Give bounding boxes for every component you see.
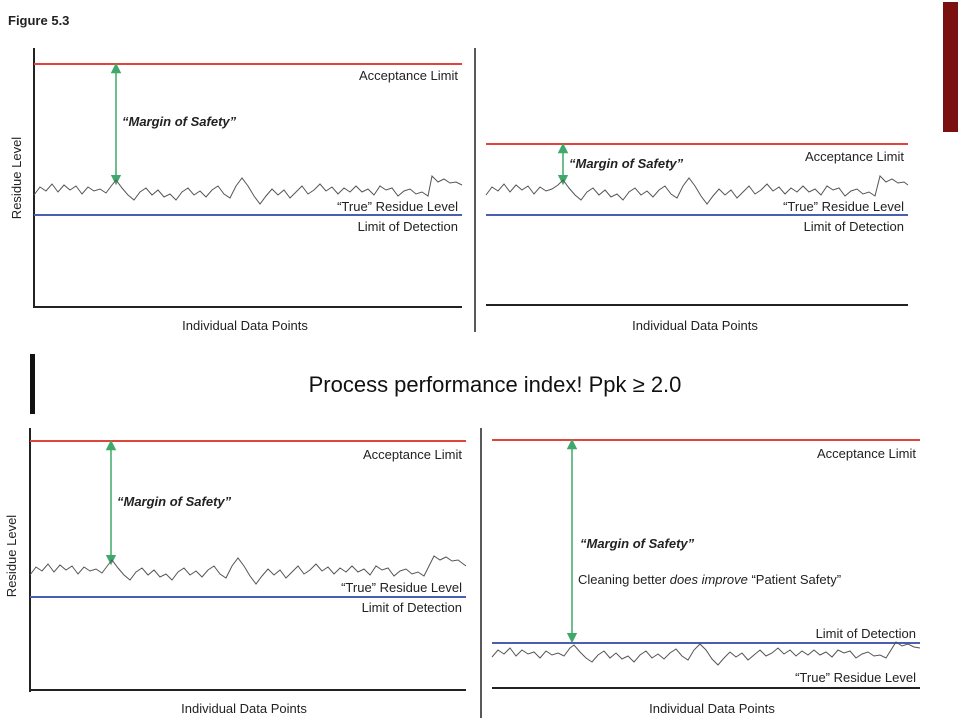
detection-limit-label: Limit of Detection xyxy=(816,626,916,641)
margin-of-safety-label: “Margin of Safety” xyxy=(569,156,684,171)
y-axis-label: Residue Level xyxy=(9,137,24,219)
acceptance-limit-label: Acceptance Limit xyxy=(805,149,904,164)
detection-limit-label: Limit of Detection xyxy=(358,219,458,234)
panel-top-left: Residue Level Individual Data Points Acc… xyxy=(9,48,463,333)
panel-bottom-left: Residue Level Individual Data Points Acc… xyxy=(4,428,467,716)
margin-of-safety-label: “Margin of Safety” xyxy=(117,494,232,509)
true-residue-label: “True” Residue Level xyxy=(341,580,462,595)
true-residue-label: “True” Residue Level xyxy=(795,670,916,685)
acceptance-limit-label: Acceptance Limit xyxy=(817,446,916,461)
acceptance-limit-label: Acceptance Limit xyxy=(359,68,458,83)
acceptance-limit-label: Acceptance Limit xyxy=(363,447,462,462)
margin-of-safety-label: “Margin of Safety” xyxy=(122,114,237,129)
margin-of-safety-label: “Margin of Safety” xyxy=(580,536,695,551)
panel-bottom-right: Individual Data Points Acceptance Limit … xyxy=(491,438,921,716)
note-prefix: Cleaning better xyxy=(578,572,670,587)
detection-limit-label: Limit of Detection xyxy=(804,219,904,234)
banner-text: Process performance index! Ppk ≥ 2.0 xyxy=(309,372,682,397)
x-axis-label: Individual Data Points xyxy=(182,318,308,333)
corner-accent-bar xyxy=(943,2,958,132)
residue-trace xyxy=(485,175,909,205)
x-axis-label: Individual Data Points xyxy=(649,701,775,716)
note-emphasis: does improve xyxy=(670,572,748,587)
x-axis-label: Individual Data Points xyxy=(632,318,758,333)
x-axis-label: Individual Data Points xyxy=(181,701,307,716)
residue-trace xyxy=(29,555,467,585)
y-axis-label: Residue Level xyxy=(4,515,19,597)
true-residue-label: “True” Residue Level xyxy=(783,199,904,214)
residue-trace xyxy=(491,641,921,666)
figure-label: Figure 5.3 xyxy=(8,13,69,28)
patient-safety-note: Cleaning better does improve “Patient Sa… xyxy=(578,572,841,587)
note-suffix: “Patient Safety” xyxy=(748,572,841,587)
true-residue-label: “True” Residue Level xyxy=(337,199,458,214)
panel-top-right: Individual Data Points Acceptance Limit … xyxy=(485,142,909,333)
residue-trace xyxy=(33,174,463,205)
detection-limit-label: Limit of Detection xyxy=(362,600,462,615)
banner-accent-bar xyxy=(30,354,35,414)
